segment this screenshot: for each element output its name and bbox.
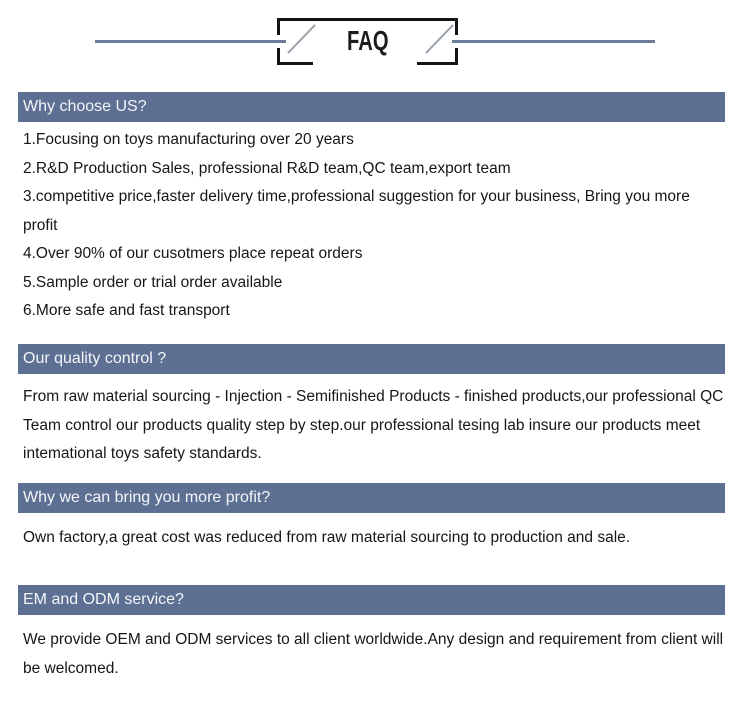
section-title: EM and ODM service? xyxy=(23,591,184,608)
why-choose-us-list: 1.Focusing on toys manufacturing over 20… xyxy=(23,126,715,326)
page-title: FAQ xyxy=(346,25,389,56)
quality-control-paragraph: From raw material sourcing - Injection -… xyxy=(23,388,724,462)
list-item: 3.competitive price,faster delivery time… xyxy=(23,188,690,234)
list-item: 6.More safe and fast transport xyxy=(23,302,230,319)
box-border-gap-bottom xyxy=(313,60,417,68)
divider-line-left xyxy=(95,40,286,43)
list-item: 5.Sample order or trial order available xyxy=(23,273,283,291)
list-item: 2.R&D Production Sales, professional R&D… xyxy=(23,159,511,177)
section-header-why-choose-us: Why choose US? xyxy=(18,92,725,122)
oem-odm-paragraph: We provide OEM and ODM services to all c… xyxy=(23,631,724,677)
more-profit-paragraph: Own factory,a great cost was reduced fro… xyxy=(23,529,631,546)
section-title: Why we can bring you more profit? xyxy=(23,489,271,506)
section-header-quality-control: Our quality control ? xyxy=(18,344,725,374)
section-title: Why choose US? xyxy=(23,98,147,115)
section-header-more-profit: Why we can bring you more profit? xyxy=(18,483,725,513)
section-title: Our quality control ? xyxy=(23,350,167,367)
list-item: 1.Focusing on toys manufacturing over 20… xyxy=(23,131,354,148)
list-item: 4.Over 90% of our cusotmers place repeat… xyxy=(23,245,363,262)
divider-line-right xyxy=(452,40,655,43)
section-header-oem-odm: EM and ODM service? xyxy=(18,585,725,615)
